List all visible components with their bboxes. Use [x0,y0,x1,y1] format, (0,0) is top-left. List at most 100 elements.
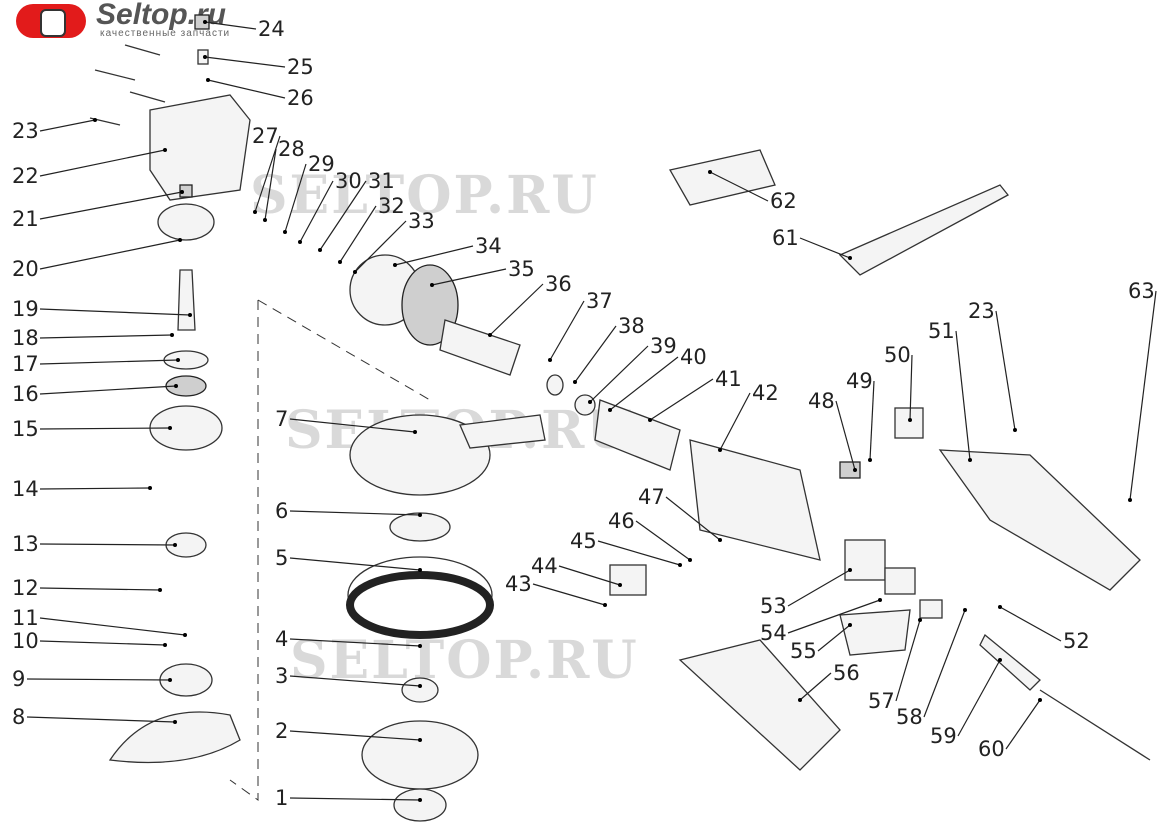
leader-dot-27 [253,210,257,214]
cover-55 [839,609,911,656]
callout-59: 59 [930,724,957,748]
leader-line-60 [1005,699,1041,750]
motor-housing-42 [689,439,821,561]
leader-dot-59 [998,658,1002,662]
leader-line-54 [787,599,881,634]
leader-line-39 [589,345,649,403]
leader-dot-13 [173,543,177,547]
fist-wrench-logo-icon [16,4,86,38]
leader-line-51 [955,330,971,461]
leader-line-6 [289,510,421,516]
leader-line-10 [39,640,166,646]
callout-14: 14 [12,477,39,501]
callout-12: 12 [12,576,39,600]
callout-9: 9 [12,667,25,691]
leader-dot-15 [168,426,172,430]
leader-line-26 [207,79,286,99]
nut-21 [179,184,193,198]
leader-line-18 [39,334,173,339]
leader-dot-12 [158,588,162,592]
callout-62: 62 [770,189,797,213]
leader-dot-25 [203,55,207,59]
callout-10: 10 [12,629,39,653]
leader-dot-61 [848,256,852,260]
callout-15: 15 [12,417,39,441]
leader-dot-9 [168,678,172,682]
callout-52: 52 [1063,629,1090,653]
leader-line-9 [26,678,171,681]
leader-dot-35 [430,283,434,287]
callout-27: 27 [252,124,279,148]
spindle-19 [177,269,196,331]
switch-plate-50 [894,407,924,439]
leader-dot-42 [718,448,722,452]
rear-handle-56 [678,639,841,771]
leader-line-24 [204,21,257,30]
guard-8 [108,711,241,764]
callout-38: 38 [618,314,645,338]
leader-line-34 [394,245,474,266]
callout-63: 63 [1128,279,1155,303]
callout-61: 61 [772,226,799,250]
armature-36 [439,319,521,376]
leader-dot-21 [180,190,184,194]
leader-line-38 [574,325,617,383]
gear-housing-22 [149,94,251,201]
leader-line-22 [39,149,166,177]
callout-46: 46 [608,509,635,533]
leader-line-16 [39,385,177,395]
leader-line-14 [39,487,151,490]
callout-60: 60 [978,737,1005,761]
watermark: SELTOP.RU [290,630,639,691]
callout-31: 31 [368,169,395,193]
leader-dot-18 [170,333,174,337]
leader-line-29 [284,163,307,233]
leader-line-58 [923,609,966,718]
leader-dot-23 [1013,428,1017,432]
leader-dot-39 [588,400,592,404]
callout-41: 41 [715,367,742,391]
callout-6: 6 [275,499,288,523]
leader-line-17 [39,359,179,365]
callout-29: 29 [308,152,335,176]
callout-42: 42 [752,381,779,405]
callout-25: 25 [287,55,314,79]
leader-line-61 [799,237,851,259]
callout-30: 30 [335,169,362,193]
leader-dot-55 [848,623,852,627]
leader-line-59 [957,659,1001,737]
leader-dot-43 [603,603,607,607]
callout-20: 20 [12,257,39,281]
leader-line-4 [289,638,421,647]
stator-41 [594,399,681,471]
callout-58: 58 [896,705,923,729]
leader-dot-36 [488,333,492,337]
callout-55: 55 [790,639,817,663]
leader-dot-50 [908,418,912,422]
guard-spout [459,414,546,449]
leader-dot-62 [708,170,712,174]
callout-11: 11 [12,606,39,630]
callout-18: 18 [12,326,39,350]
leader-dot-53 [848,568,852,572]
callout-47: 47 [638,485,665,509]
spanner-61 [838,184,1009,276]
leader-line-31 [319,180,367,251]
callout-26: 26 [287,86,314,110]
leader-dot-56 [798,698,802,702]
leader-dot-6 [418,513,422,517]
leader-line-12 [39,587,161,591]
power-cord-60 [1039,689,1151,761]
parts [89,14,1151,822]
callout-57: 57 [868,689,895,713]
handle-half-51 [938,449,1141,591]
callout-53: 53 [760,594,787,618]
callout-5: 5 [275,546,288,570]
leader-line-43 [532,583,606,606]
screw [124,44,161,56]
leader-dot-19 [188,313,192,317]
callout-44: 44 [531,554,558,578]
callout-13: 13 [12,532,39,556]
leader-dot-47 [718,538,722,542]
washer-40 [574,394,596,416]
